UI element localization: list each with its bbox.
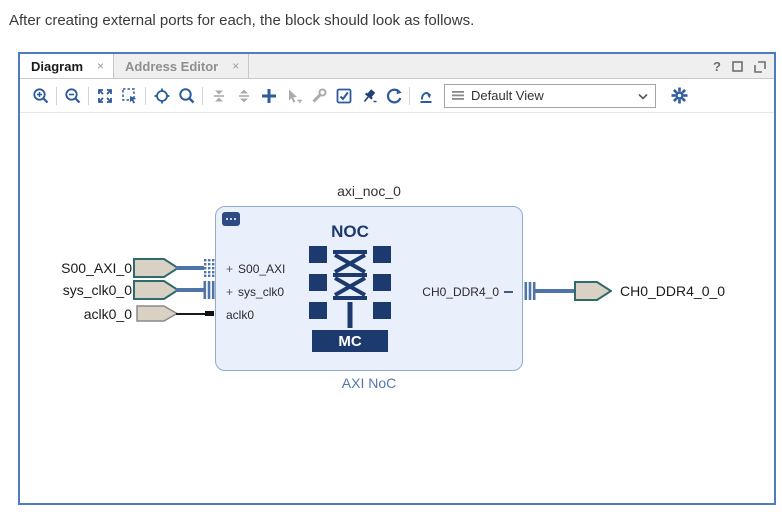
zoom-in-icon[interactable] [28, 83, 53, 108]
expand-icon[interactable] [231, 83, 256, 108]
tab-diagram-label: Diagram [31, 58, 84, 74]
noc-crossbar-icon: NOC [309, 222, 391, 352]
port-label-s00-axi-0: S00_AXI_0 [61, 260, 132, 276]
external-port-s00-axi-0[interactable] [133, 258, 179, 278]
add-ip-icon[interactable] [256, 83, 281, 108]
close-icon[interactable]: × [232, 59, 240, 73]
clock-connection[interactable] [176, 288, 204, 292]
noc-label: NOC [331, 222, 369, 241]
signal-endpoint [205, 311, 214, 316]
view-selector[interactable]: Default View [444, 83, 656, 108]
regenerate-layout-icon[interactable] [381, 83, 406, 108]
instruction-text: After creating external ports for each, … [9, 12, 475, 29]
port-label-sys-clk0-0: sys_clk0_0 [62, 282, 132, 298]
clock-pin-bars-icon [203, 281, 215, 299]
window-controls: ? [713, 54, 766, 79]
toolbar: Default View [20, 79, 774, 113]
optimize-routing-icon[interactable] [413, 83, 438, 108]
pin-icon[interactable] [356, 83, 381, 108]
interface-connection[interactable] [176, 266, 204, 270]
pin-aclk0[interactable]: aclk0 [226, 308, 255, 322]
customize-wrench-icon[interactable] [306, 83, 331, 108]
pin-ch0-ddr4[interactable]: CH0_DDR4_0 [422, 285, 513, 299]
port-label-ch0-ddr4-0-0: CH0_DDR4_0_0 [620, 283, 726, 299]
collapse-icon[interactable] [206, 83, 231, 108]
expand-pin-icon[interactable]: + [226, 285, 234, 299]
zoom-to-selection-icon[interactable] [117, 83, 142, 108]
toolbar-separator [409, 86, 410, 105]
signal-connection[interactable] [176, 313, 206, 315]
center-view-icon[interactable] [149, 83, 174, 108]
hamburger-icon [452, 87, 464, 105]
block-instance-name: axi_noc_0 [337, 183, 401, 199]
port-label-aclk0-0: aclk0_0 [83, 306, 132, 322]
pointer-icon[interactable] [281, 83, 306, 108]
toolbar-separator [88, 86, 89, 105]
external-port-sys-clk0-0[interactable] [133, 280, 179, 300]
tab-address-editor-label: Address Editor [125, 58, 219, 74]
help-icon[interactable]: ? [713, 59, 721, 74]
diagram-panel: Diagram × Address Editor × ? [18, 52, 776, 505]
close-icon[interactable]: × [97, 59, 105, 73]
pin-stub [504, 291, 513, 293]
tab-diagram[interactable]: Diagram × [20, 54, 115, 78]
block-menu-icon[interactable] [222, 212, 240, 226]
toolbar-separator [145, 86, 146, 105]
maximize-icon[interactable] [732, 61, 743, 72]
interface-pin-hatch-icon [204, 259, 215, 277]
tab-address-editor[interactable]: Address Editor × [114, 54, 250, 78]
mc-label: MC [338, 333, 361, 350]
toolbar-separator [202, 86, 203, 105]
external-port-aclk0-0[interactable] [136, 305, 178, 322]
zoom-fit-icon[interactable] [92, 83, 117, 108]
interface-connection[interactable] [534, 289, 575, 293]
chevron-down-icon [638, 87, 648, 105]
search-icon[interactable] [174, 83, 199, 108]
diagram-canvas[interactable]: axi_noc_0 NOC [20, 113, 774, 503]
validate-design-icon[interactable] [331, 83, 356, 108]
float-icon[interactable] [754, 60, 766, 73]
zoom-out-icon[interactable] [60, 83, 85, 108]
expand-pin-icon[interactable]: + [226, 262, 234, 276]
settings-gear-icon[interactable] [667, 83, 692, 108]
tab-bar: Diagram × Address Editor × ? [20, 54, 774, 79]
view-selector-value: Default View [471, 88, 544, 103]
external-port-ch0-ddr4-0-0[interactable] [574, 281, 612, 301]
block-type-label: AXI NoC [341, 375, 397, 391]
toolbar-separator [56, 86, 57, 105]
pin-sys-clk0[interactable]: + sys_clk0 [226, 285, 285, 299]
axi-noc-block[interactable]: NOC [215, 206, 523, 371]
pin-s00-axi[interactable]: + S00_AXI [226, 262, 286, 276]
